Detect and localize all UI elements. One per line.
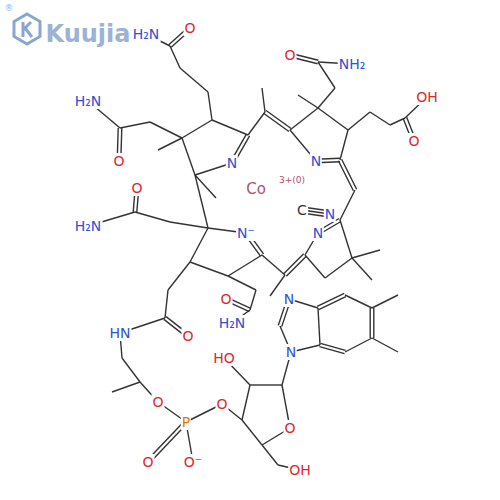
bond-line [372,338,398,352]
atom-label: H₂N [74,93,103,109]
bond-line [318,88,335,108]
bond-line [248,112,265,135]
bond-line [180,68,208,92]
bond-line [373,308,374,338]
atom-label: O [283,420,296,436]
bond-line [348,112,370,130]
atom-label: H₂N [132,26,161,42]
atom-label: O [183,20,196,36]
bond-line [212,120,248,135]
bond-line [168,262,190,290]
atom-label: NH₂ [338,56,367,72]
bond-line [298,95,318,108]
bond-line [242,420,262,445]
bond-line [182,120,212,138]
atom-label: O [141,454,154,470]
atom-label: O [219,291,232,307]
bond-line [318,308,320,345]
atom-label: N [226,155,238,171]
bond-line [112,382,140,392]
atom-label: O [283,47,296,63]
bond-line [320,347,345,354]
atom-label: P [181,414,191,430]
bond-line [250,290,256,310]
atom-label: N [312,225,324,241]
bond-line [286,256,306,276]
atom-label: C [296,202,308,218]
bond-line [325,258,352,278]
bond-line [340,220,352,258]
bond-line [262,445,278,465]
bond-line [342,159,357,189]
atom-label: N [310,153,322,169]
bond-line [305,255,325,278]
bond-line [345,338,372,352]
bond-line [352,250,380,258]
bond-line [250,384,282,385]
atom-label: N [285,344,297,360]
atom-label: N⁻ [236,225,256,241]
bond-line [120,122,150,128]
bond-line [345,295,372,308]
bond-line [190,262,228,276]
bond-line [264,114,289,132]
atom-label: O [407,133,420,149]
bond-line [242,385,250,420]
bond-line [165,290,168,318]
bond-line [228,276,256,290]
bond-line [122,358,140,382]
bond-line [284,254,304,274]
atom-label: OH [288,462,312,478]
atom-label: OH [415,89,439,105]
atom-label: O [181,328,194,344]
atom-label: H₂N [218,315,247,331]
bond-line [352,258,372,280]
atom-label: O⁻ [183,454,203,470]
atom-label: Co [245,181,267,198]
bond-line [370,112,390,125]
bond-line [318,62,335,88]
atom-label: O [130,180,143,196]
atom-label: O [215,396,228,412]
atom-label: N [324,206,336,222]
bond-line [319,297,346,310]
bond-line [290,108,318,130]
bond-line [190,228,208,262]
bond-line [340,190,355,220]
bond-line [195,175,216,198]
bond-line [262,88,265,112]
atom-label: H₂N [74,218,103,234]
watermark-text: Kuujia [45,21,132,47]
bond-line [208,92,212,120]
charge-label: 3+(0) [278,175,306,186]
bond-line [170,46,180,68]
atom-label: HO [212,350,236,366]
bond-line [340,130,348,160]
bond-line [262,255,285,275]
bond-line [228,255,262,276]
bond-line [338,161,353,191]
bond-line [321,343,346,350]
bond-line [372,295,398,308]
atom-label: HN [109,325,132,341]
atom-label: N [283,291,295,307]
bond-line [318,108,348,130]
bond-line [266,111,291,129]
bond-line [182,138,195,175]
bond-line [158,138,182,150]
atom-label: O [112,153,125,169]
bond-line [370,308,371,338]
bond-line [150,122,182,138]
bond-line [135,212,170,222]
registered-mark: ® [4,3,15,14]
bond-line [170,222,208,228]
atom-label: O [151,394,164,410]
